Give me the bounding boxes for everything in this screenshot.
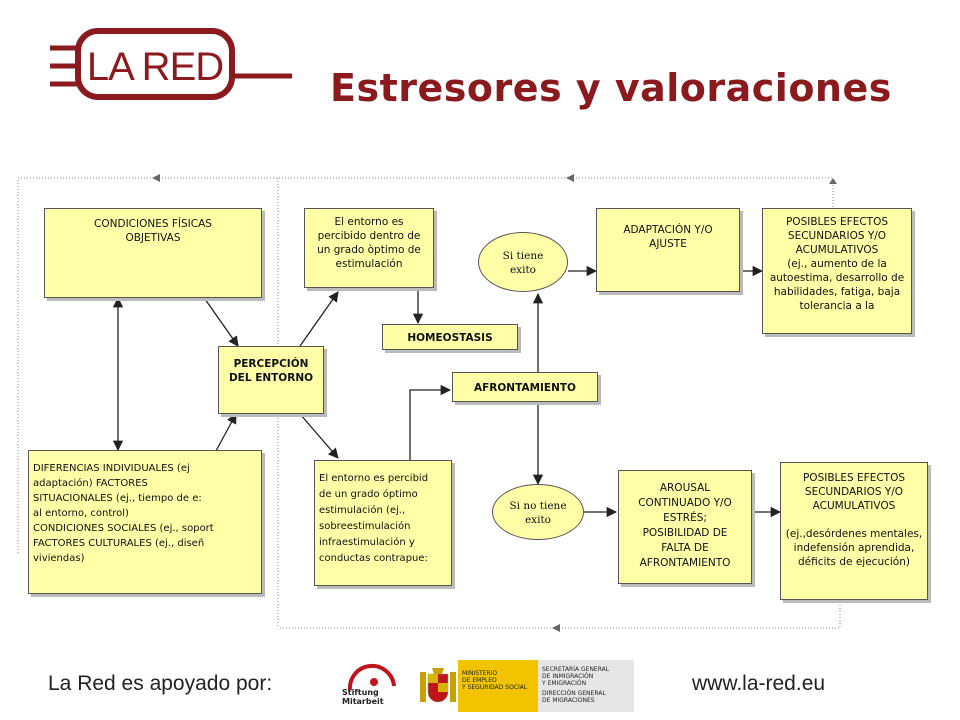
- oval-no-tiene-exito: Si no tiene exito: [492, 484, 584, 540]
- svg-text:LA RED: LA RED: [87, 45, 223, 89]
- ministerio-logo: MINISTERIO DE EMPLEO Y SEGURIDAD SOCIAL …: [414, 660, 634, 712]
- stiftung-mitarbeit-logo: Stiftung Mitarbeit: [340, 660, 404, 710]
- box-diferencias-individuales: DIFERENCIAS INDIVIDUALES (ej adaptación)…: [28, 450, 262, 594]
- box-efectos-positivos: POSIBLES EFECTOS SECUNDARIOS Y/O ACUMULA…: [762, 208, 912, 334]
- ministerio-secretaria-text: SECRETARÍA GENERAL DE INMIGRACIÓN Y EMIG…: [542, 666, 610, 687]
- stress-appraisal-diagram: CONDICIONES FÍSICAS OBJETIVAS El entorno…: [0, 160, 960, 640]
- supported-by-label: La Red es apoyado por:: [48, 672, 273, 695]
- box-entorno-fuera-optimo: El entorno es percibid de un grado óptim…: [314, 460, 452, 586]
- feedback-frame: [17, 177, 834, 555]
- box-condiciones-fisicas: CONDICIONES FÍSICAS OBJETIVAS: [44, 208, 262, 298]
- box-percepcion: PERCEPCIÓN DEL ENTORNO: [218, 346, 324, 414]
- box-arousal: AROUSAL CONTINUADO Y/O ESTRÉS; POSIBILID…: [618, 470, 752, 584]
- box-entorno-optimo: El entorno es percibido dentro de un gra…: [304, 208, 434, 288]
- arrow-fuera-afrontamiento: [409, 384, 452, 460]
- website-link[interactable]: www.la-red.eu: [692, 672, 826, 695]
- ministerio-main-text: MINISTERIO DE EMPLEO Y SEGURIDAD SOCIAL: [462, 670, 528, 691]
- box-adaptacion: ADAPTACIÓN Y/O AJUSTE: [596, 208, 740, 292]
- box-afrontamiento: AFRONTAMIENTO: [452, 372, 598, 402]
- la-red-logo: LA RED: [50, 28, 292, 100]
- oval-si-tiene-exito: Si tiene exito: [478, 232, 568, 292]
- arrow-percepcion-optimo: [299, 291, 339, 347]
- stiftung-swoosh-icon: [347, 663, 396, 691]
- ministerio-direccion-text: DIRECCIÓN GENERAL DE MIGRACIONES: [542, 690, 606, 704]
- arrow-condiciones-percepcion: [199, 291, 239, 347]
- coat-of-arms-icon: [420, 668, 456, 703]
- box-homeostasis: HOMEOSTASIS: [382, 324, 518, 350]
- arrow-percepcion-fuera: [299, 413, 339, 459]
- page-title: Estresores y valoraciones: [330, 66, 892, 110]
- box-efectos-negativos: POSIBLES EFECTOS SECUNDARIOS Y/O ACUMULA…: [780, 462, 928, 600]
- stiftung-name: Stiftung Mitarbeit: [342, 688, 384, 706]
